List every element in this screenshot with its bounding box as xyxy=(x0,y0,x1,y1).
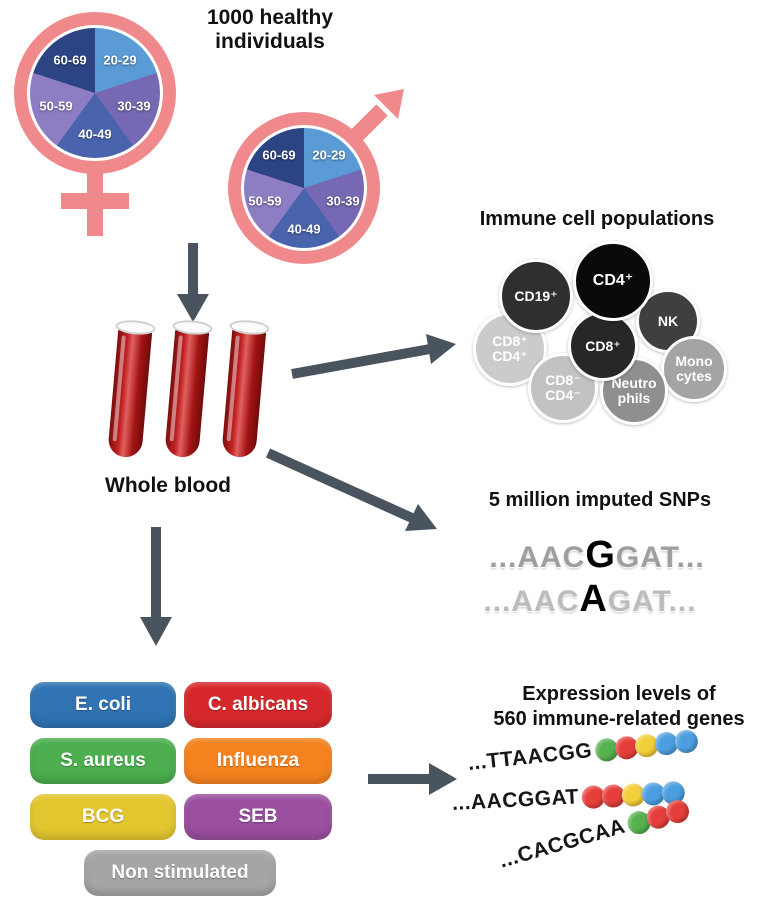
blood-tube xyxy=(159,318,215,464)
cell-cd8: CD8⁺ xyxy=(568,311,638,381)
female-symbol: 20-29 30-39 40-49 50-59 60-69 xyxy=(14,12,176,174)
expression-bead xyxy=(673,728,699,754)
age-group-label: 50-59 xyxy=(39,98,73,114)
stimulus-s-aureus: S. aureus xyxy=(30,738,176,784)
snp-seq-post: GAT... xyxy=(615,541,705,574)
male-age-pie-chart: 20-29 30-39 40-49 50-59 60-69 xyxy=(244,128,364,248)
stimulus-e-coli: E. coli xyxy=(30,682,176,728)
arrow-blood-to-stimuli xyxy=(140,527,172,646)
blood-tube xyxy=(102,318,158,464)
snp-seq-post: GAT... xyxy=(607,585,697,618)
stimulus-bcg: BCG xyxy=(30,794,176,840)
female-symbol-cross-bar xyxy=(61,193,129,209)
age-group-label: 40-49 xyxy=(287,221,321,237)
arrow-blood-to-snps xyxy=(265,448,437,531)
age-group-label: 20-29 xyxy=(103,52,137,68)
stimulus-c-albicans: C. albicans xyxy=(184,682,332,728)
age-group-label: 60-69 xyxy=(53,52,87,68)
cell-cd4: CD4⁺ xyxy=(573,241,653,321)
whole-blood-label: Whole blood xyxy=(105,474,231,497)
age-group-label: 60-69 xyxy=(262,147,296,163)
immune-cell-cluster: CD8⁺ CD4⁺ CD19⁺ NK Mono cytes CD8⁻ CD4⁻ … xyxy=(473,238,733,436)
arrow-individuals-to-blood xyxy=(177,243,209,322)
immune-cells-title: Immune cell populations xyxy=(479,208,715,230)
expression-title-line2: 560 immune-related genes xyxy=(493,708,745,730)
arrow-blood-to-cells xyxy=(291,334,456,379)
blood-tubes xyxy=(102,318,283,470)
male-symbol: 20-29 30-39 40-49 50-59 60-69 xyxy=(228,112,380,264)
age-group-label: 30-39 xyxy=(117,98,151,114)
age-group-label: 50-59 xyxy=(248,193,282,209)
expression-title-line1: Expression levels of xyxy=(522,683,716,705)
study-title-line2: individuals xyxy=(215,30,325,54)
snp-sequence-2: ...AACAGAT... xyxy=(455,580,725,618)
arrow-stimuli-to-expression xyxy=(368,763,457,795)
snp-seq-pre: ...AAC xyxy=(483,585,580,618)
cell-monocytes: Mono cytes xyxy=(661,336,727,402)
blood-tube xyxy=(216,318,272,464)
age-group-label: 30-39 xyxy=(326,193,360,209)
study-title: 1000 healthy individuals xyxy=(175,6,365,54)
snp-sequence-1: ...AACGGAT... xyxy=(462,536,732,574)
age-group-label: 40-49 xyxy=(78,126,112,142)
age-group-label: 20-29 xyxy=(312,147,346,163)
female-age-pie-chart: 20-29 30-39 40-49 50-59 60-69 xyxy=(30,28,160,158)
snp-variant-allele: A xyxy=(579,578,608,620)
cell-cd19: CD19⁺ xyxy=(499,259,573,333)
stimulus-non-stimulated: Non stimulated xyxy=(84,850,276,896)
expression-title: Expression levels of 560 immune-related … xyxy=(468,682,770,732)
stimulus-influenza: Influenza xyxy=(184,738,332,784)
snp-seq-pre: ...AAC xyxy=(489,541,586,574)
stimulus-seb: SEB xyxy=(184,794,332,840)
snp-variant-allele: G xyxy=(585,534,616,576)
study-title-line1: 1000 healthy xyxy=(206,6,334,29)
snps-title: 5 million imputed SNPs xyxy=(488,489,712,511)
